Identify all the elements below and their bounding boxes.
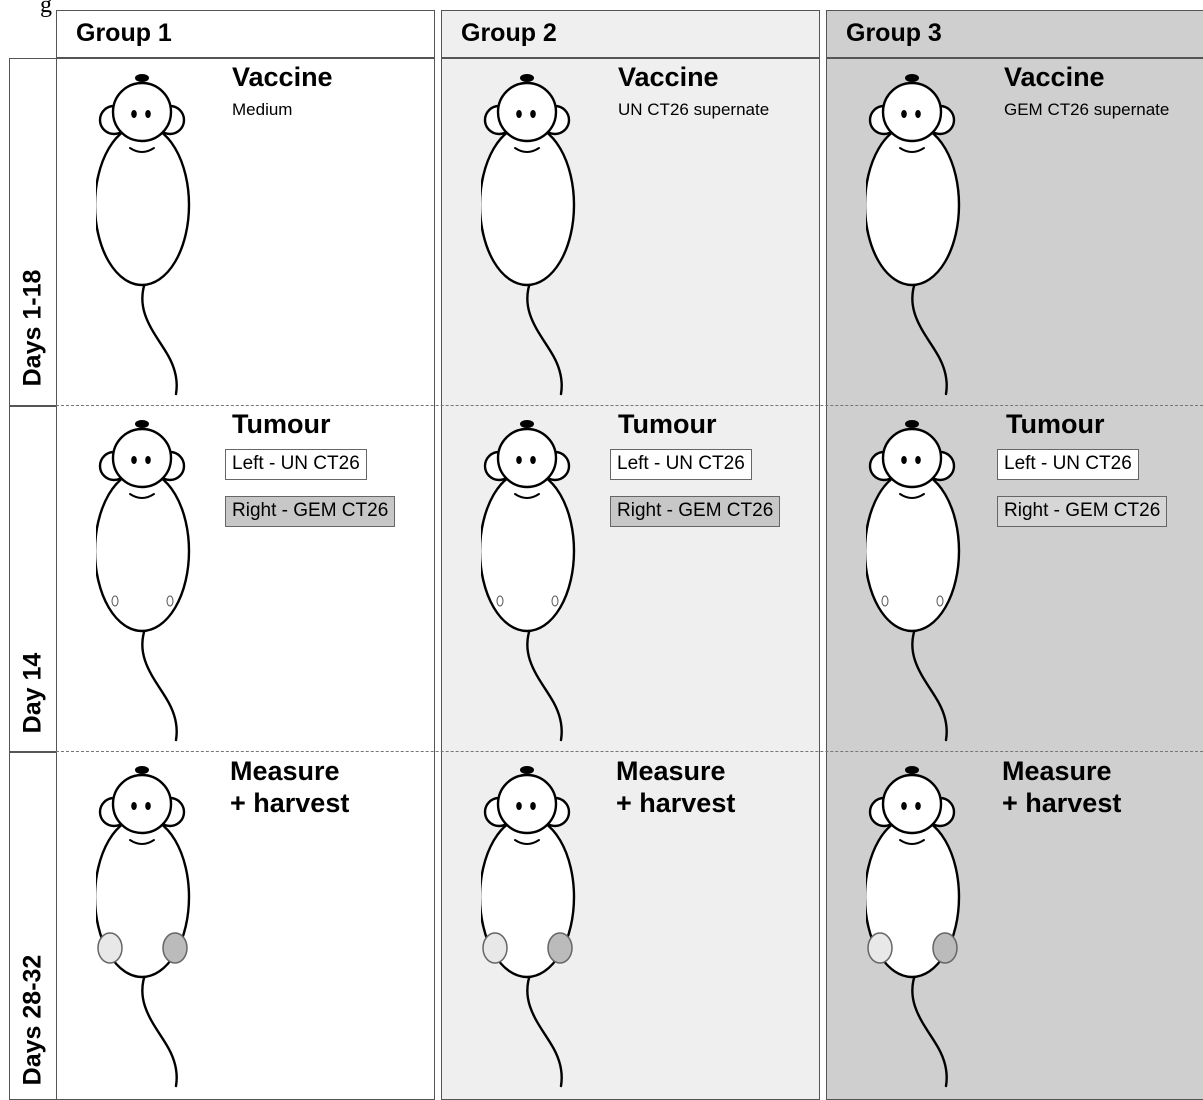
group-2-vaccine: UN CT26 supernate xyxy=(618,100,769,120)
mouse-icon xyxy=(481,70,581,400)
group-2-tumour-right-label: Right - GEM CT26 xyxy=(610,496,780,527)
stage-title-tumour: Tumour xyxy=(618,408,716,440)
mouse-icon xyxy=(866,70,966,400)
group-1-title: Group 1 xyxy=(76,19,172,48)
stage-title-measure: Measure xyxy=(230,755,340,787)
stage-title-harvest: + harvest xyxy=(616,787,735,819)
group-1-tumour-left-label: Left - UN CT26 xyxy=(225,449,367,480)
group-1-vaccine: Medium xyxy=(232,100,292,120)
group-3-header: Group 3 xyxy=(826,10,1203,58)
row-divider-2 xyxy=(56,751,1203,752)
mouse-with-grown-tumours-icon xyxy=(866,762,966,1092)
mouse-with-tumours-icon xyxy=(481,416,581,746)
stage-title-vaccine: Vaccine xyxy=(232,61,333,93)
row-divider-1 xyxy=(56,405,1203,406)
group-2-title: Group 2 xyxy=(461,19,557,48)
group-3-tumour-right-label: Right - GEM CT26 xyxy=(997,496,1167,527)
group-3-title: Group 3 xyxy=(846,19,942,48)
group-2-header: Group 2 xyxy=(441,10,820,58)
stage-title-tumour: Tumour xyxy=(232,408,330,440)
mouse-with-tumours-icon xyxy=(96,416,196,746)
row-1-label: Days 1-18 xyxy=(19,270,48,387)
stage-title-harvest: + harvest xyxy=(1002,787,1121,819)
stage-title-tumour: Tumour xyxy=(1006,408,1104,440)
mouse-icon xyxy=(96,70,196,400)
stage-title-vaccine: Vaccine xyxy=(618,61,719,93)
group-3-vaccine: GEM CT26 supernate xyxy=(1004,100,1169,120)
group-1-header: Group 1 xyxy=(56,10,435,58)
stage-title-harvest: + harvest xyxy=(230,787,349,819)
mouse-with-tumours-icon xyxy=(866,416,966,746)
mouse-with-grown-tumours-icon xyxy=(96,762,196,1092)
group-3-tumour-left-label: Left - UN CT26 xyxy=(997,449,1139,480)
partial-top-glyph: g xyxy=(40,0,52,19)
row-2-label: Day 14 xyxy=(19,653,48,734)
group-2-tumour-left-label: Left - UN CT26 xyxy=(610,449,752,480)
group-1-tumour-right-label: Right - GEM CT26 xyxy=(225,496,395,527)
stage-title-measure: Measure xyxy=(1002,755,1112,787)
mouse-with-grown-tumours-icon xyxy=(481,762,581,1092)
stage-title-measure: Measure xyxy=(616,755,726,787)
stage-title-vaccine: Vaccine xyxy=(1004,61,1105,93)
row-3-label: Days 28-32 xyxy=(19,955,48,1086)
